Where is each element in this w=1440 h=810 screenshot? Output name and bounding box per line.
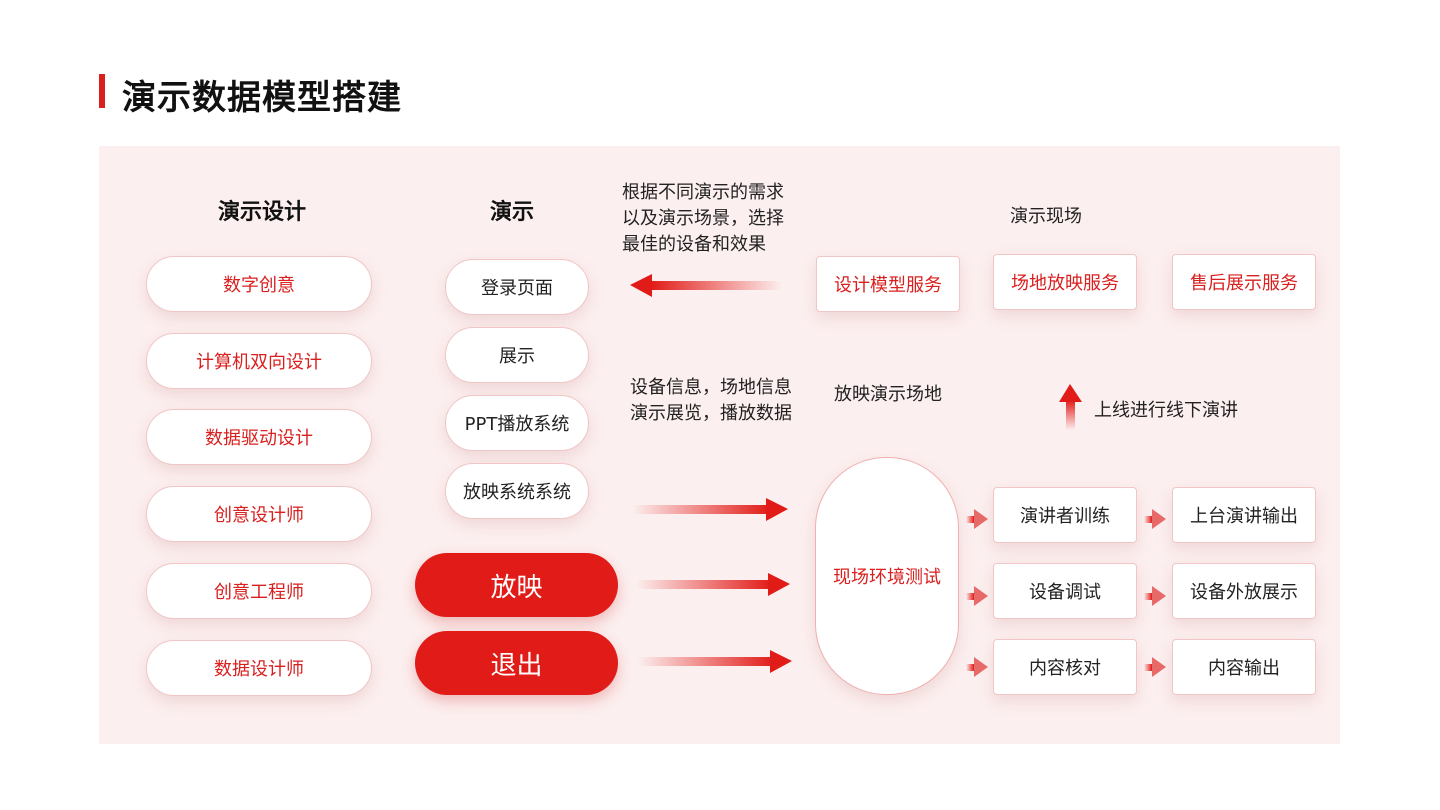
step-box: 内容输出: [1172, 639, 1316, 695]
demo-item-login: 登录页面: [445, 259, 589, 315]
design-item: 数据设计师: [146, 640, 372, 696]
page-title: 演示数据模型搭建: [122, 78, 402, 118]
service-box-design: 设计模型服务: [816, 256, 960, 312]
demo-item-display: 展示: [445, 327, 589, 383]
design-item: 创意设计师: [146, 486, 372, 542]
play-button[interactable]: 放映: [415, 553, 618, 617]
title-accent-bar: [99, 74, 105, 108]
demo-item-projection: 放映系统系统: [445, 463, 589, 519]
arrow-right-icon: [632, 498, 788, 521]
design-item: 数字创意: [146, 256, 372, 312]
step-box: 演讲者训练: [993, 487, 1137, 543]
arrow-right-small-icon: [1144, 509, 1166, 529]
arrow-right-icon: [638, 650, 792, 673]
arrow-right-small-icon: [966, 657, 988, 677]
environment-test-node: 现场环境测试: [815, 457, 959, 695]
arrow-up-icon: [1059, 384, 1082, 430]
venue-label: 放映演示场地: [834, 384, 942, 405]
step-box: 上台演讲输出: [1172, 487, 1316, 543]
arrow-right-small-icon: [966, 586, 988, 606]
service-box-aftersales: 售后展示服务: [1172, 254, 1316, 310]
arrow-right-small-icon: [1144, 586, 1166, 606]
step-box: 内容核对: [993, 639, 1137, 695]
design-heading: 演示设计: [218, 200, 307, 225]
service-box-venue: 场地放映服务: [993, 254, 1137, 310]
exit-button[interactable]: 退出: [415, 631, 618, 695]
demo-item-ppt: PPT播放系统: [445, 395, 589, 451]
step-box: 设备调试: [993, 563, 1137, 619]
demo-heading: 演示: [490, 200, 535, 225]
arrow-right-small-icon: [1144, 657, 1166, 677]
design-item: 计算机双向设计: [146, 333, 372, 389]
arrow-right-icon: [636, 573, 790, 596]
online-label: 上线进行线下演讲: [1094, 400, 1238, 421]
arrow-left-icon: [630, 274, 782, 297]
arrow-right-small-icon: [966, 509, 988, 529]
design-item: 数据驱动设计: [146, 409, 372, 465]
selection-note: 根据不同演示的需求 以及演示场景，选择 最佳的设备和效果: [622, 182, 784, 255]
scene-label: 演示现场: [1010, 206, 1082, 227]
step-box: 设备外放展示: [1172, 563, 1316, 619]
design-item: 创意工程师: [146, 563, 372, 619]
device-info-note: 设备信息，场地信息 演示展览，播放数据: [630, 377, 792, 424]
